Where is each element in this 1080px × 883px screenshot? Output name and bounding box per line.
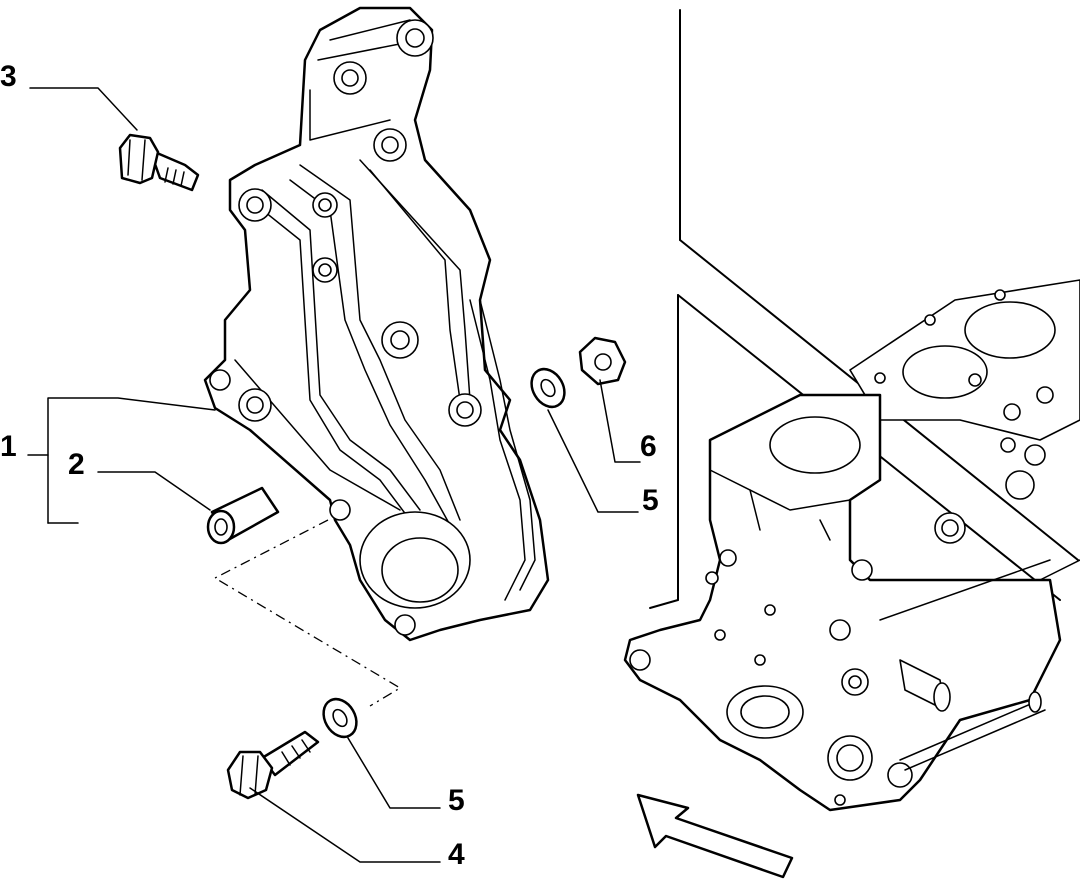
timing-cover-casting [203,6,550,642]
engine-block-illustration [623,9,1080,812]
flange-bolt-part-3 [118,133,200,192]
callout-6: 6 [640,430,657,463]
callout-2: 2 [68,448,85,481]
hex-nut-part-6 [578,336,627,386]
direction-arrow [636,793,794,879]
callout-3: 3 [0,60,17,93]
washer-part-5-lower [322,697,358,739]
callout-5-lower: 5 [448,784,465,817]
washer-part-5-upper [530,367,566,409]
hex-bolt-part-4 [226,730,320,800]
sleeve-part-2 [206,486,280,545]
callout-5-upper: 5 [642,484,659,517]
callout-1: 1 [0,430,17,463]
alignment-phantom-line [213,519,402,707]
leader-lines [27,87,641,863]
callout-4: 4 [448,838,465,871]
